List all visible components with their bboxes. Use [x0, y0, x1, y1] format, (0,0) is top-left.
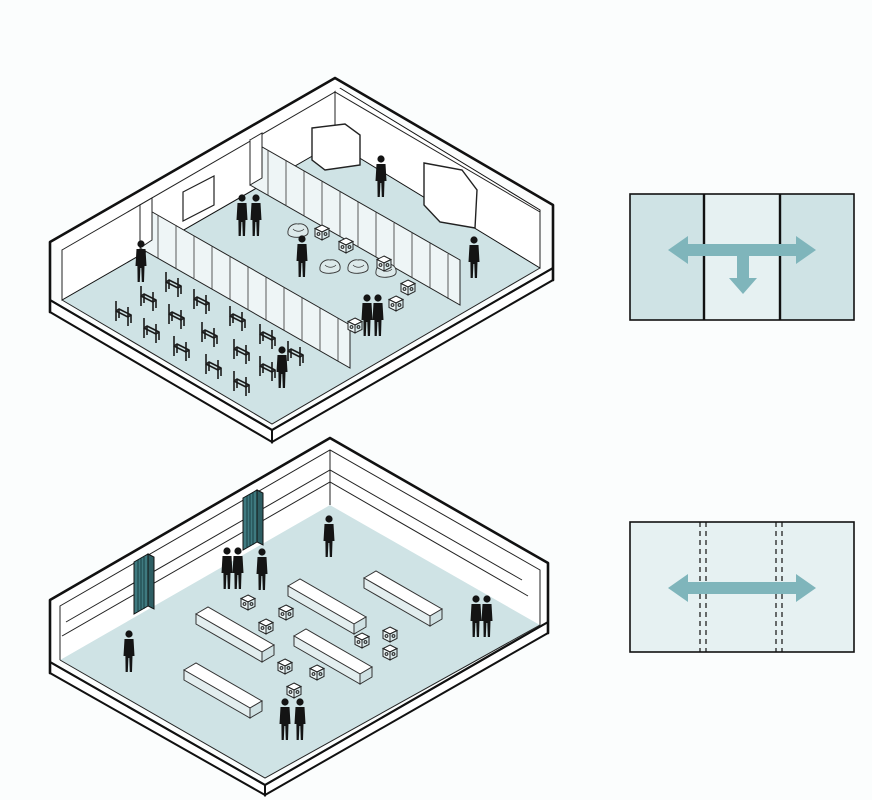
cube-stool [348, 318, 362, 333]
cube-stool [383, 627, 397, 642]
cube-stool [279, 605, 293, 620]
top-screen-1 [312, 124, 360, 170]
stacked-partition-2 [243, 490, 263, 550]
beanbag [348, 260, 368, 273]
cube-stool [278, 659, 292, 674]
cube-stool [315, 225, 329, 240]
plan-open-icon [630, 522, 854, 652]
cube-stool [259, 619, 273, 634]
cube-stool [401, 280, 415, 295]
cube-stool [377, 256, 391, 271]
open-room-diagram [50, 438, 548, 795]
cube-stool [287, 683, 301, 698]
cube-stool [310, 665, 324, 680]
beanbag [320, 260, 340, 273]
cube-stool [383, 645, 397, 660]
plan-divided-icon [630, 194, 854, 320]
stacked-partition-1 [134, 554, 154, 614]
divided-room-diagram [50, 78, 553, 442]
cube-stool [355, 633, 369, 648]
beanbag [288, 224, 308, 237]
cube-stool [389, 296, 403, 311]
cube-stool [339, 238, 353, 253]
cube-stool [241, 595, 255, 610]
